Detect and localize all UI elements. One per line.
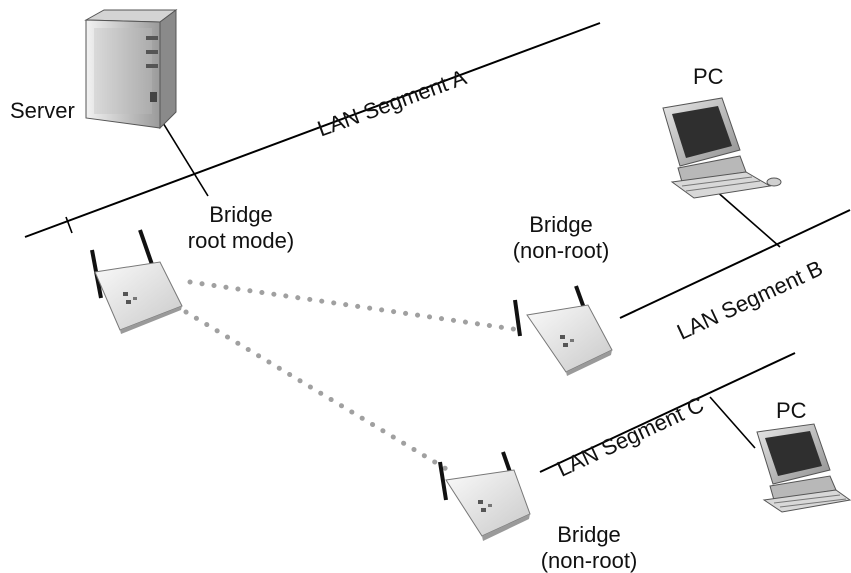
lan-segment-c-line <box>539 352 796 473</box>
root-bridge-mode: root mode) <box>187 228 295 253</box>
wireless-bridge-icon <box>90 229 183 334</box>
lan-segment-b-line <box>619 209 851 319</box>
pc-c-drop-line <box>709 396 756 449</box>
bridge-b-mode: (non-root) <box>512 238 610 263</box>
pc-c-label: PC <box>776 398 807 423</box>
pc-b-drop-line <box>714 189 781 248</box>
wireless-link-c <box>183 309 451 473</box>
wireless-bridge-icon <box>438 451 531 541</box>
desktop-pc-icon <box>756 423 851 513</box>
wireless-link-b <box>187 279 523 333</box>
bridge-c-mode: (non-root) <box>540 548 638 573</box>
bridge-c-label: Bridge (non-root) <box>524 522 654 573</box>
server-drop-line <box>159 117 209 197</box>
desktop-pc-icon <box>662 97 782 199</box>
wireless-bridge-icon <box>513 285 613 376</box>
bridge-b-label: Bridge (non-root) <box>496 212 626 264</box>
server-label: Server <box>10 98 75 123</box>
pc-b-label: PC <box>693 64 724 89</box>
root-bridge-label: Bridge root mode) <box>176 202 306 254</box>
bridge-b-title: Bridge <box>529 212 593 237</box>
root-bridge-tap-line <box>65 216 73 234</box>
server-tower-icon <box>84 9 178 130</box>
lan-segment-a-line <box>24 22 601 238</box>
root-bridge-title: Bridge <box>209 202 273 227</box>
bridge-c-title: Bridge <box>557 522 621 547</box>
